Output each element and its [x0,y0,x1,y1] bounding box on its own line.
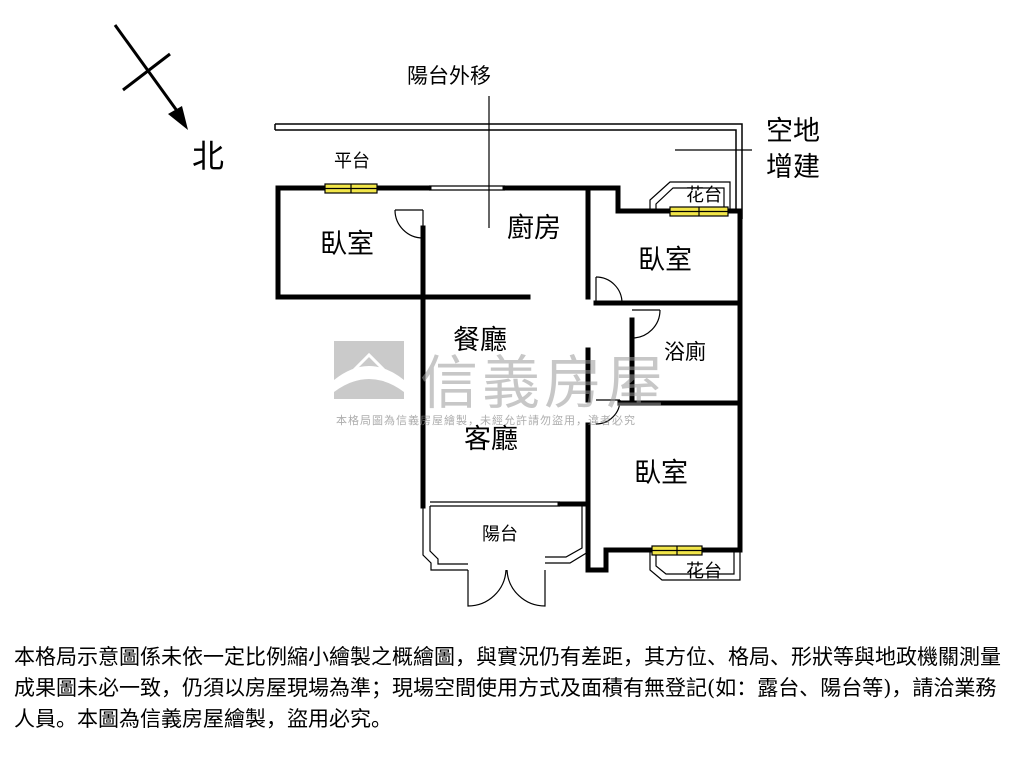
extension-outline [274,123,743,219]
vacant-extension-label-1: 空地 [766,116,820,147]
bedroom-2-label: 臥室 [638,245,692,276]
flower-bed-top-label: 花台 [686,185,722,206]
disclaimer-text: 本格局示意圖係未依一定比例縮小繪製之概繪圖，與實況仍有差距，其方位、格局、形狀等… [14,645,1001,731]
dining-room-label: 餐廳 [453,325,507,356]
platform-label: 平台 [334,151,370,172]
sinyi-logo-icon [334,341,404,399]
kitchen-label: 廚房 [507,213,561,244]
bathroom-label: 浴廁 [664,340,706,364]
vacant-extension-label-2: 增建 [766,152,820,183]
living-room-label: 客廳 [464,424,518,455]
watermark-brand: 信義房屋 [420,349,669,417]
door-swings [394,209,661,607]
leader-lines [488,96,752,228]
windows [324,183,729,556]
flower-bed-bottom-label: 花台 [686,561,722,582]
bedroom-3-label: 臥室 [634,458,688,489]
balcony-label: 陽台 [482,524,518,545]
bedroom-1-label: 臥室 [320,229,374,260]
compass-label: 北 [192,137,225,175]
north-arrow-icon [113,24,188,130]
balcony-moved-label: 陽台外移 [407,64,491,88]
watermark-notice: 本格局圖為信義房屋繪製，未經允許請勿盜用，違者必究 [336,414,636,427]
balcony-walls [422,181,741,581]
